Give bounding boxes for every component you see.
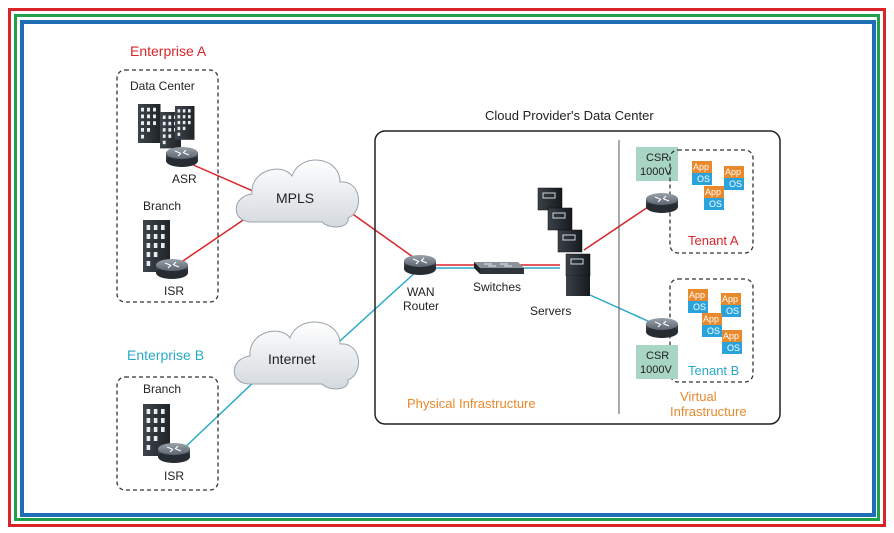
enterprise-b-box: [116, 376, 219, 491]
link-isr-a-mpls: [176, 211, 256, 266]
link-internet-wan: [329, 269, 419, 351]
internet-label: Internet: [268, 351, 316, 367]
isr-a-router-icon: [155, 258, 189, 280]
mpls-label: MPLS: [276, 190, 314, 206]
isr-a-label: ISR: [164, 284, 184, 298]
tenant-a-app-2: App: [725, 167, 741, 177]
link-servers-tenant-b: [589, 294, 651, 323]
tenant-b-csr-line1: CSR: [646, 350, 669, 362]
servers-icon: [537, 187, 591, 296]
enterprise-b-title: Enterprise B: [127, 347, 204, 363]
isr-b-router-icon: [157, 442, 191, 464]
tenant-b-app-3: App: [703, 314, 719, 324]
tenant-a-csr-box: [636, 147, 678, 181]
tenant-b-label: Tenant B: [688, 363, 739, 378]
mpls-cloud-icon: [235, 159, 359, 228]
enterprise-a-title: Enterprise A: [130, 43, 207, 59]
branch-a-label: Branch: [143, 199, 181, 213]
tenant-b-app-2: App: [722, 294, 738, 304]
tenant-a-os-1: OS: [697, 174, 710, 184]
data-center-label: Data Center: [130, 79, 195, 93]
wan-label-line2: Router: [403, 299, 439, 313]
outer-frame-blue: [20, 20, 876, 517]
tenant-b-csr-line2: 1000V: [640, 364, 672, 376]
physical-infrastructure-label: Physical Infrastructure: [407, 396, 536, 411]
tenant-b-os-4: OS: [727, 343, 740, 353]
tenant-b-os-3: OS: [707, 326, 720, 336]
outer-frame-red: [8, 8, 886, 527]
asr-label: ASR: [172, 172, 197, 186]
tenant-b-os-1: OS: [693, 302, 706, 312]
links: [176, 159, 651, 453]
tenant-a-app-1: App: [693, 162, 709, 172]
tenant-b-csr-box: [636, 345, 678, 379]
link-isr-b-internet: [179, 377, 259, 453]
tenant-b-app-1: App: [689, 290, 705, 300]
wan-router-icon: [403, 254, 437, 276]
virtual-infrastructure-label-line1: Virtual: [680, 389, 717, 404]
outer-frame-green: [14, 14, 880, 521]
tenant-b-router-icon: [645, 317, 679, 339]
branch-b-label: Branch: [143, 382, 181, 396]
tenant-a-os-2: OS: [729, 179, 742, 189]
tenant-a-router-icon: [645, 192, 679, 214]
tenant-b-os-2: OS: [726, 306, 739, 316]
wan-label-line1: WAN: [407, 285, 435, 299]
internet-cloud-icon: [233, 321, 359, 390]
tenant-a-csr-line2: 1000V: [640, 166, 672, 178]
asr-router-icon: [165, 146, 199, 168]
tenant-a-app-3: App: [705, 187, 721, 197]
switches-label: Switches: [473, 280, 521, 294]
servers-label: Servers: [530, 304, 571, 318]
enterprise-a-box: [116, 69, 219, 303]
switch-icon: [474, 262, 524, 274]
link-asr-mpls: [181, 159, 256, 193]
tenant-a-os-3: OS: [709, 199, 722, 209]
virtual-infrastructure-label-line2: Infrastructure: [670, 404, 747, 419]
isr-b-label: ISR: [164, 469, 184, 483]
tenant-a-csr-line1: CSR: [646, 152, 669, 164]
link-servers-tenant-a: [583, 206, 649, 251]
tenant-b-app-4: App: [723, 331, 739, 341]
tenant-a-label: Tenant A: [688, 233, 739, 248]
provider-box: [374, 130, 781, 425]
provider-title: Cloud Provider's Data Center: [485, 108, 654, 123]
data-center-building-icon: [138, 104, 195, 149]
